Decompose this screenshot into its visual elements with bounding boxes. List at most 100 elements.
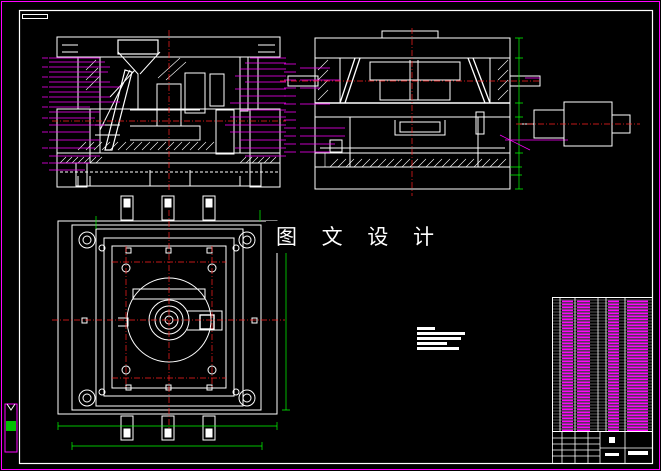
parts-list-entry	[627, 309, 648, 312]
parts-list-entry	[627, 357, 648, 360]
parts-list-entry	[627, 339, 648, 342]
parts-list-entry	[608, 336, 619, 339]
parts-list-entry	[627, 300, 648, 303]
parts-list-entry	[562, 381, 573, 384]
parts-list-entry	[562, 372, 573, 375]
parts-list-entry	[577, 366, 590, 369]
parts-list-entry	[608, 342, 619, 345]
parts-list-entry	[608, 363, 619, 366]
parts-list-entry	[608, 351, 619, 354]
parts-list-entry	[627, 414, 648, 417]
front-section-view	[56, 36, 281, 188]
side-view-centerlines	[280, 28, 640, 196]
parts-list-entry	[627, 381, 648, 384]
parts-list-entry	[577, 300, 590, 303]
parts-list-entry	[608, 366, 619, 369]
parts-list-entry	[627, 420, 648, 423]
parts-list-entry	[577, 420, 590, 423]
parts-list-entry	[608, 360, 619, 363]
parts-list-entry	[562, 417, 573, 420]
parts-list-entry	[562, 360, 573, 363]
parts-list-entry	[577, 372, 590, 375]
parts-list-entry	[608, 306, 619, 309]
parts-list-entry	[627, 354, 648, 357]
parts-list-entry	[562, 336, 573, 339]
parts-list-entry	[577, 336, 590, 339]
parts-list-entry	[627, 366, 648, 369]
parts-list-entry	[562, 363, 573, 366]
parts-list-entry	[608, 339, 619, 342]
parts-list-entry	[627, 387, 648, 390]
parts-list-entry	[577, 387, 590, 390]
parts-list-entry	[577, 426, 590, 429]
parts-list-entry	[608, 369, 619, 372]
parts-list-table	[552, 297, 653, 432]
parts-list-entry	[562, 408, 573, 411]
parts-list-entry	[608, 396, 619, 399]
parts-list-entry	[562, 399, 573, 402]
parts-list-entry	[577, 399, 590, 402]
parts-list-entry	[608, 330, 619, 333]
parts-list-entry	[627, 369, 648, 372]
parts-list-entry	[627, 399, 648, 402]
parts-list-entry	[562, 384, 573, 387]
parts-list-entry	[562, 414, 573, 417]
parts-list-entry	[562, 402, 573, 405]
parts-list-entry	[608, 312, 619, 315]
parts-list-entry	[562, 339, 573, 342]
parts-list-entry	[627, 393, 648, 396]
parts-list-entry	[608, 318, 619, 321]
parts-list-entry	[627, 321, 648, 324]
parts-list-entry	[608, 411, 619, 414]
parts-list-entry	[608, 372, 619, 375]
plan-view-guide-pins	[78, 231, 258, 407]
parts-list-entry	[608, 375, 619, 378]
parts-list-entry	[627, 315, 648, 318]
parts-list-entry	[577, 381, 590, 384]
parts-list-entry	[562, 429, 573, 432]
parts-list-entry	[608, 333, 619, 336]
front-view-centerlines	[52, 30, 286, 190]
parts-list-entry	[577, 318, 590, 321]
parts-list-entry	[608, 414, 619, 417]
parts-list-entry	[627, 372, 648, 375]
parts-list-entry	[562, 315, 573, 318]
parts-list-entry	[608, 300, 619, 303]
parts-list-entry	[577, 384, 590, 387]
side-view-leaders	[300, 67, 568, 153]
parts-list-entry	[627, 351, 648, 354]
parts-list-entry	[577, 396, 590, 399]
parts-list-entry	[608, 423, 619, 426]
parts-list-entry	[608, 315, 619, 318]
side-view-hatching	[317, 59, 509, 168]
parts-list-entry	[577, 405, 590, 408]
parts-list-entry	[562, 387, 573, 390]
plan-view-ejector-bolts	[120, 195, 216, 441]
parts-list-entry	[562, 327, 573, 330]
parts-list-entry	[577, 315, 590, 318]
parts-list-entry	[562, 300, 573, 303]
parts-list-entry	[562, 330, 573, 333]
parts-list-entry	[577, 363, 590, 366]
parts-list-entry	[627, 330, 648, 333]
parts-list-entry	[608, 405, 619, 408]
parts-list-entry	[608, 327, 619, 330]
parts-list-entry	[562, 348, 573, 351]
parts-list-entry	[562, 411, 573, 414]
parts-list-entry	[562, 366, 573, 369]
parts-list-entry	[627, 375, 648, 378]
parts-list-entry	[627, 378, 648, 381]
parts-list-entry	[577, 309, 590, 312]
parts-list-entry	[562, 306, 573, 309]
front-view-leaders	[42, 57, 296, 171]
parts-list-entry	[577, 327, 590, 330]
parts-list-entry	[608, 420, 619, 423]
parts-list-entry	[608, 345, 619, 348]
parts-list-entry	[608, 354, 619, 357]
watermark-text: 图 文 设 计	[266, 221, 454, 253]
parts-list-entry	[562, 426, 573, 429]
parts-list-entry	[562, 354, 573, 357]
parts-list-entry	[627, 342, 648, 345]
parts-list-entry	[562, 309, 573, 312]
